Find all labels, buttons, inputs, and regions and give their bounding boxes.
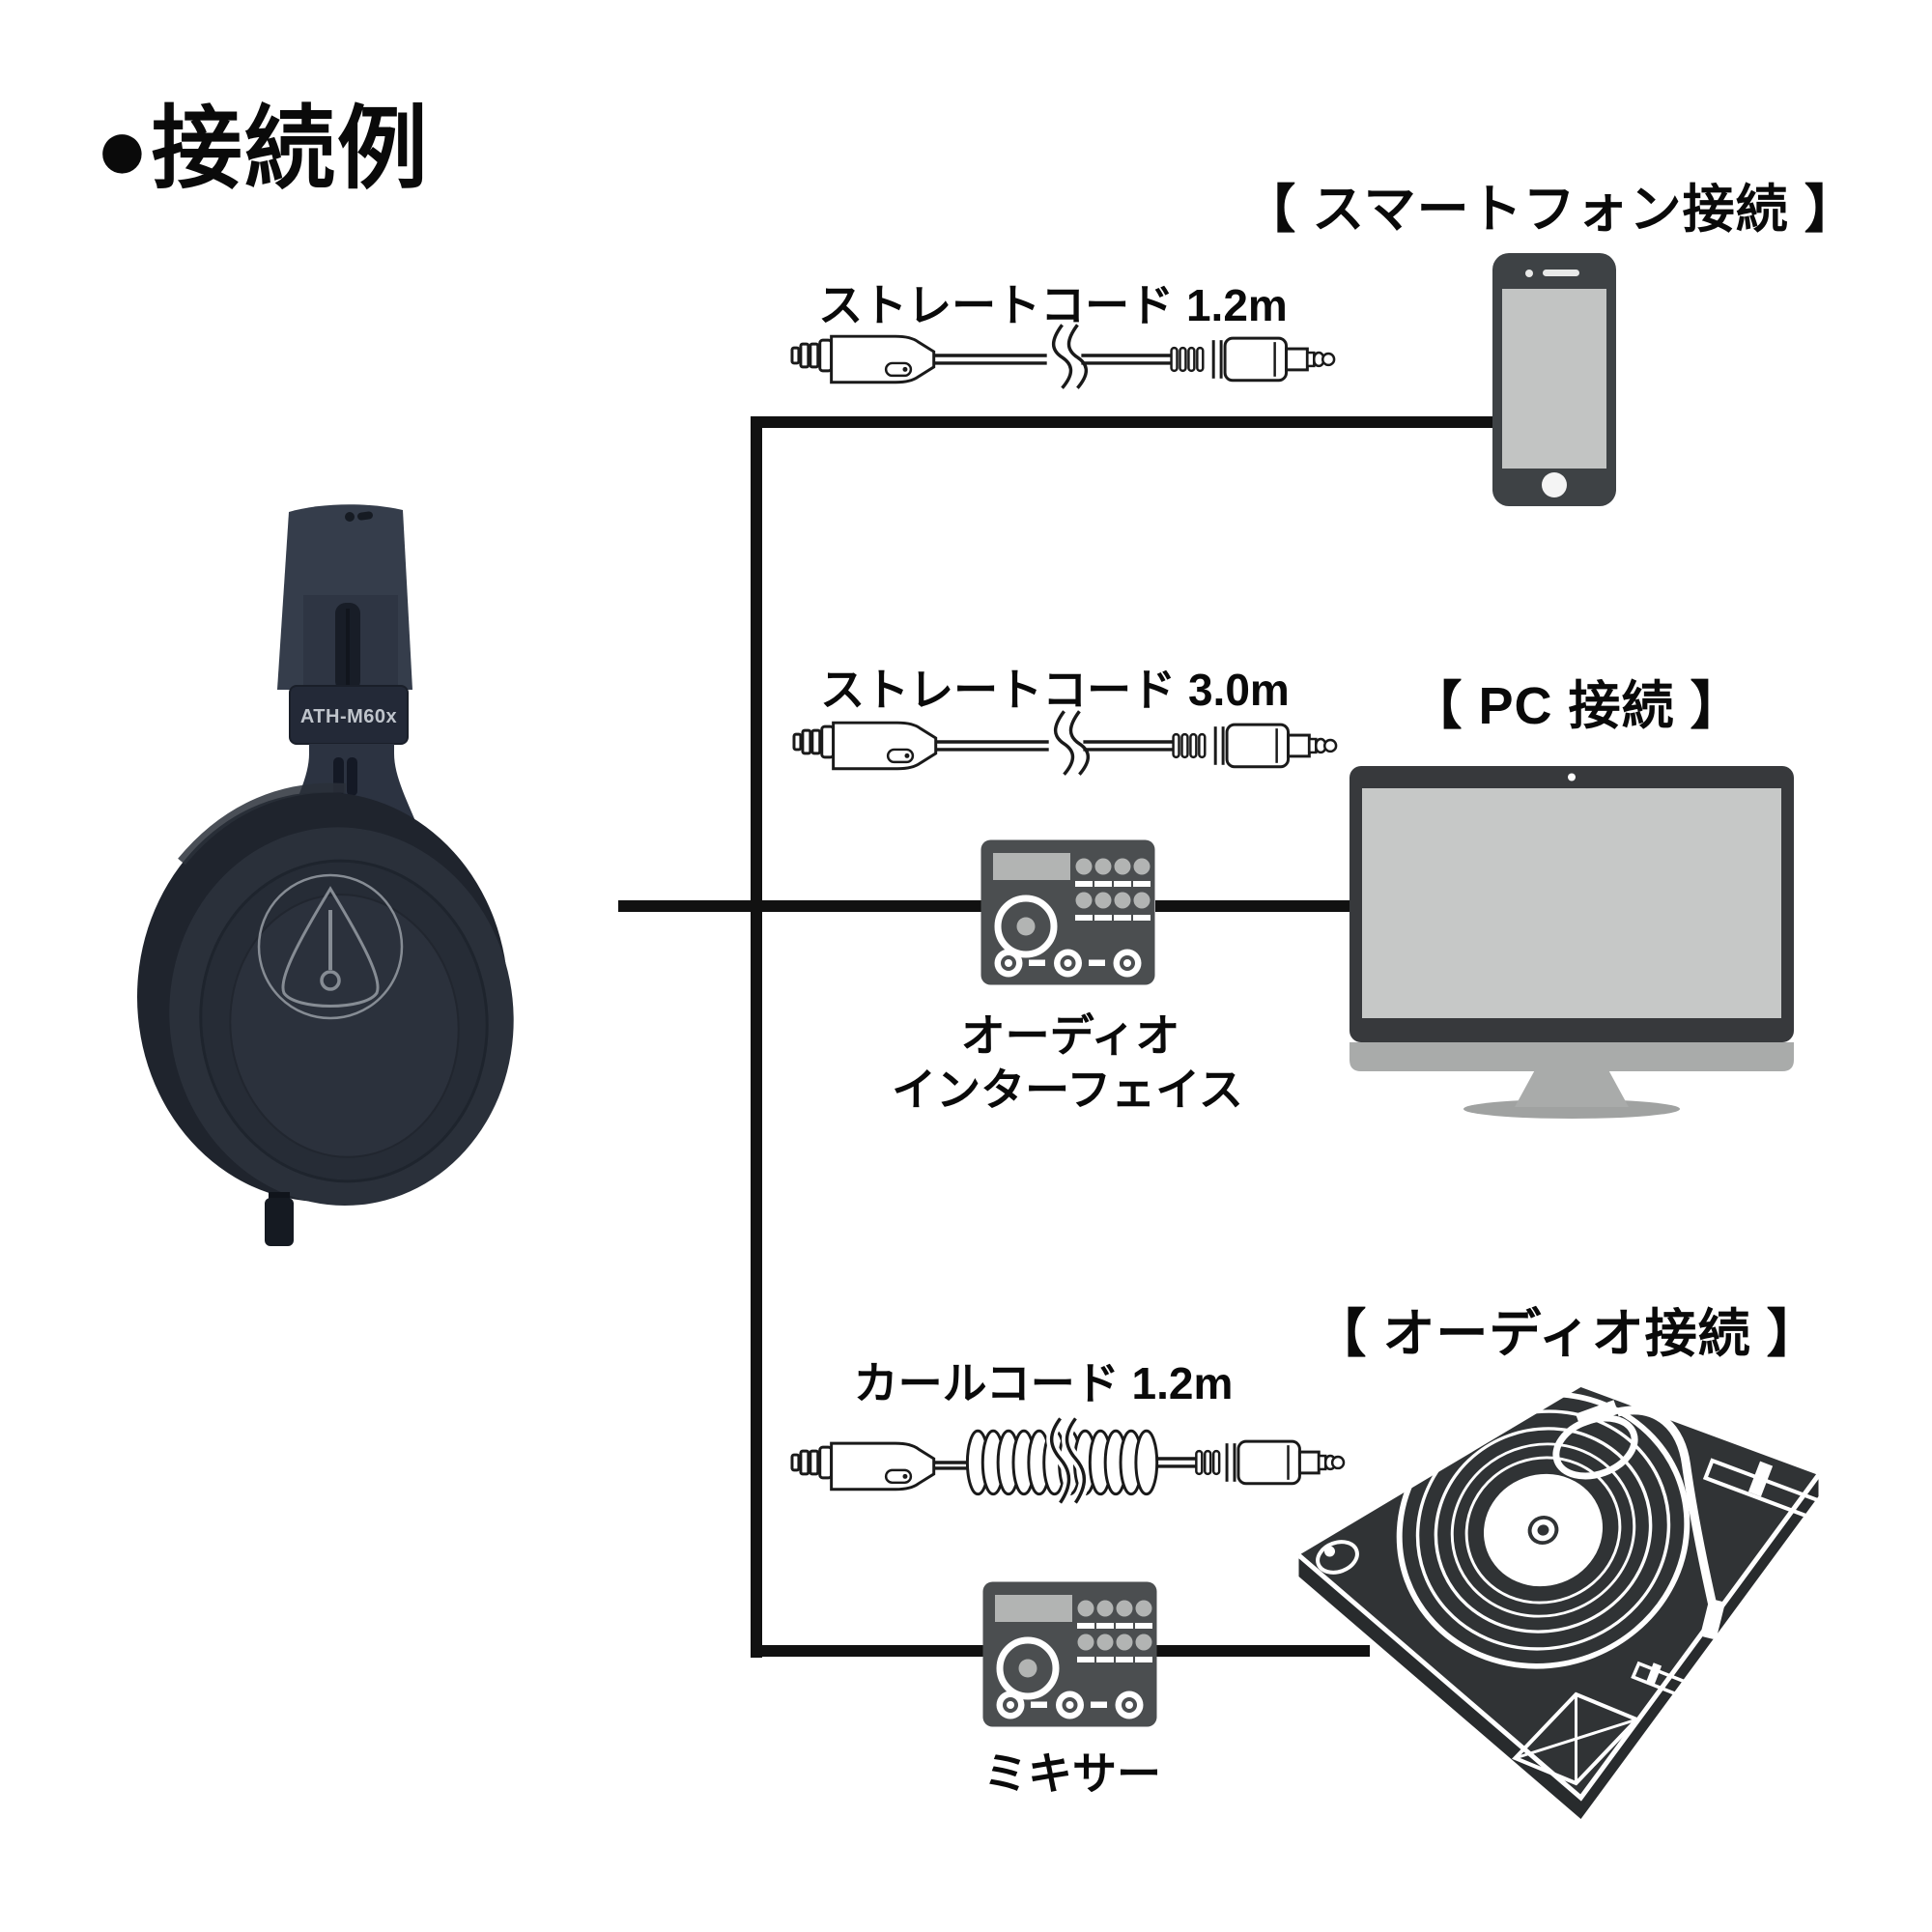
tonearm	[1552, 1400, 1725, 1639]
headphone-model-text: ATH-M60x	[300, 706, 397, 727]
cable-label-straight-3-0m: ストレートコード 3.0m	[820, 665, 1290, 715]
phone-screen	[1502, 289, 1606, 469]
connector-line-smartphone	[758, 416, 1494, 428]
control-box	[1512, 1661, 1688, 1786]
smartphone-icon	[1492, 253, 1616, 506]
phone-speaker-slot	[1543, 270, 1579, 276]
section-header-pc: 【 PC 接続 】	[1409, 677, 1744, 735]
mixer-label: ミキサー	[983, 1748, 1161, 1799]
connector-line-headphone-to-interface	[618, 900, 981, 912]
connector-line-mixer-to-turntable	[1155, 1645, 1370, 1657]
pitch-slider	[1702, 1458, 1824, 1521]
connector-line-trunk	[751, 416, 762, 1658]
audio-interface-label-line1: オーディオ	[960, 1010, 1180, 1061]
imac-icon	[1350, 766, 1794, 1119]
headphones-image: ATH-M60x	[137, 504, 514, 1246]
section-header-smartphone: 【 スマートフォン接続 】	[1243, 181, 1858, 239]
straight-cable-3-0m-illustration	[792, 710, 1338, 776]
audio-interface-label-line2: インターフェイス	[892, 1065, 1243, 1115]
mixer-icon	[982, 1581, 1157, 1727]
page-title: ●接続例	[95, 98, 430, 199]
straight-cable-1-2m-illustration	[790, 324, 1336, 389]
coiled-cable-1-2m-illustration	[790, 1415, 1346, 1506]
section-header-audio: 【 オーディオ接続 】	[1314, 1305, 1820, 1363]
cable-label-coiled-1-2m: カールコード 1.2m	[853, 1358, 1234, 1408]
turntable-icon	[1296, 1387, 1824, 1819]
phone-home-button	[1542, 472, 1567, 497]
connector-line-interface-to-pc	[1155, 900, 1354, 912]
cable-label-straight-1-2m: ストレートコード 1.2m	[818, 280, 1288, 330]
connector-line-trunk-to-mixer	[756, 1645, 984, 1657]
audio-interface-icon	[980, 839, 1155, 985]
audio-technica-logo-icon	[257, 873, 404, 1020]
phone-camera-dot	[1525, 270, 1533, 277]
